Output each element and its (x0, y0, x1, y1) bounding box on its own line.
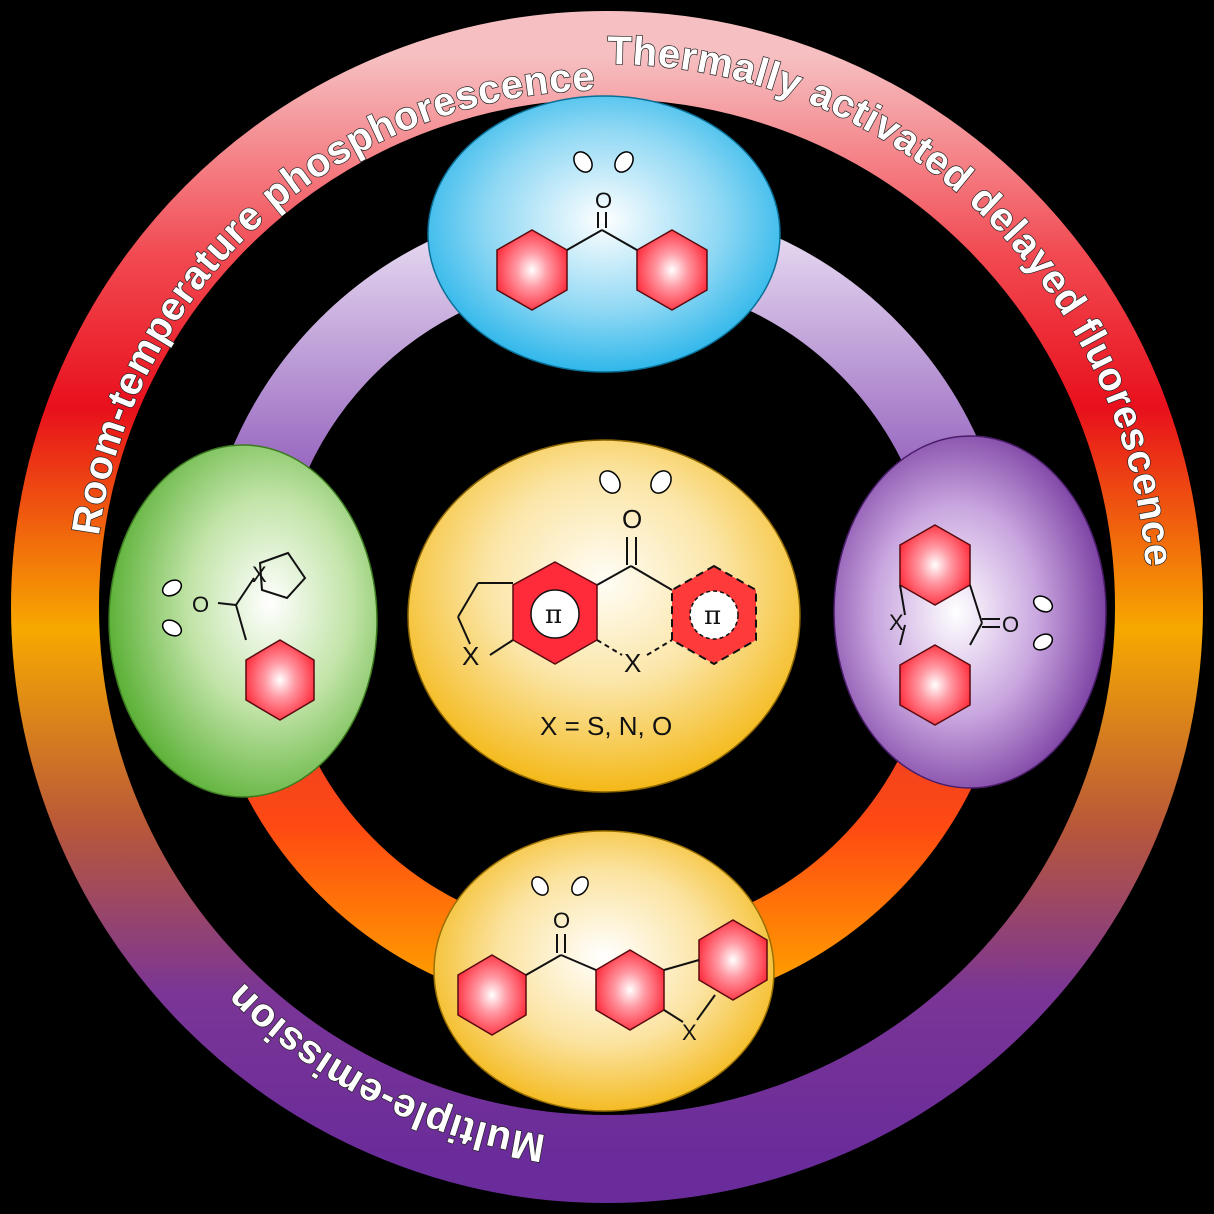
lone-pair-icon (531, 876, 589, 896)
pi-label: π (704, 601, 721, 631)
node-right-tricyclic: X O (833, 435, 1107, 789)
aromatic-ring (698, 919, 768, 1001)
node-center-core: O π π X X X = S, N, O (407, 439, 801, 793)
aromatic-ring (496, 229, 708, 311)
substituent-formula: X = S, N, O (540, 711, 672, 741)
atom-x: X (682, 1020, 697, 1045)
atom-o: O (1002, 612, 1019, 637)
lone-pair-icon (599, 470, 672, 494)
node-bottom-ketone: O X (433, 830, 775, 1112)
atom-x: X (889, 610, 904, 635)
node-top-benzophenone: O (427, 95, 781, 373)
lone-pair-icon (1032, 595, 1054, 651)
atom-o: O (595, 188, 612, 213)
atom-x: X (252, 562, 267, 587)
aromatic-ring (245, 639, 315, 721)
atom-o: O (553, 908, 570, 933)
atom-o: O (622, 504, 642, 534)
aromatic-ring (899, 644, 971, 726)
lone-pair-icon (573, 151, 634, 173)
atom-x-ring: X (462, 641, 479, 671)
atom-o: O (192, 592, 209, 617)
outer-ring (11, 11, 1203, 1203)
pi-system-circle (530, 589, 580, 639)
pi-system-circle (689, 590, 739, 640)
aromatic-ring (899, 524, 971, 606)
atom-x-bridge: X (624, 648, 641, 678)
lone-pair-icon (161, 579, 183, 637)
node-left-amide: X O (108, 444, 378, 798)
pi-label: π (545, 600, 562, 630)
